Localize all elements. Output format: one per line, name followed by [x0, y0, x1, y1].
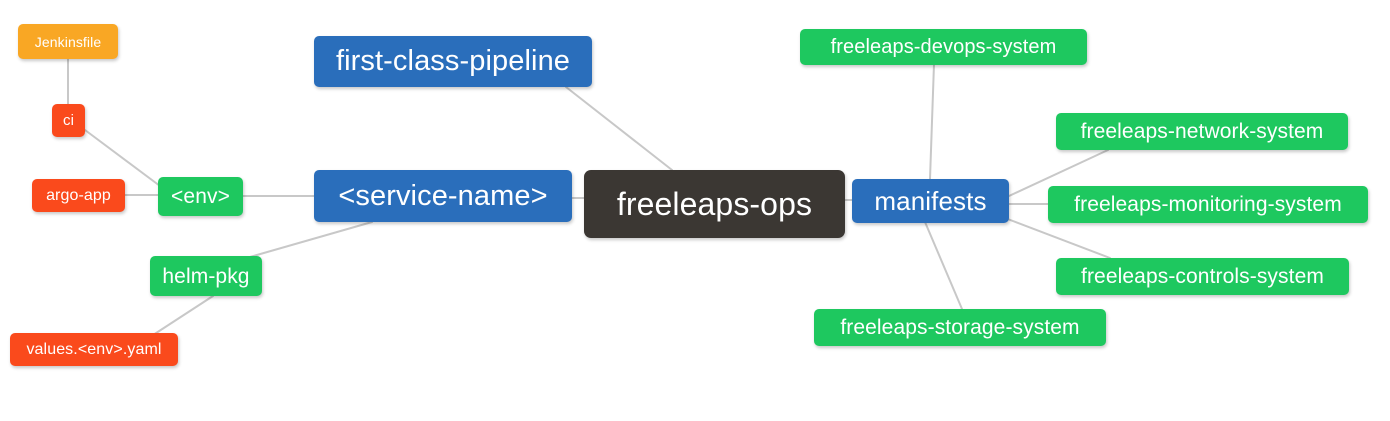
node-ci-label: ci — [62, 112, 75, 129]
edge-ci-env — [84, 129, 161, 187]
node-freeleaps-controls-system[interactable]: freeleaps-controls-system — [1056, 258, 1349, 295]
node-freeleaps-monitoring-system-label: freeleaps-monitoring-system — [1074, 193, 1342, 216]
edge-helmpkg-servicename — [242, 221, 373, 260]
edge-firstclasspipeline-root — [565, 86, 673, 171]
node-first-class-pipeline-label: first-class-pipeline — [335, 45, 571, 77]
node-freeleaps-monitoring-system[interactable]: freeleaps-monitoring-system — [1048, 186, 1368, 223]
node-first-class-pipeline[interactable]: first-class-pipeline — [314, 36, 592, 87]
edge-manifests-devops — [929, 63, 935, 180]
edge-manifests-controls — [1004, 217, 1111, 259]
node-jenkinsfile-label: Jenkinsfile — [34, 33, 102, 50]
node-freeleaps-ops[interactable]: freeleaps-ops — [584, 170, 845, 238]
node-env-label: <env> — [171, 185, 230, 208]
node-manifests-label: manifests — [874, 186, 987, 216]
node-ci[interactable]: ci — [52, 104, 85, 137]
node-values-yaml[interactable]: values.<env>.yaml — [10, 333, 178, 366]
node-values-yaml-label: values.<env>.yaml — [26, 340, 162, 358]
node-argo-app-label: argo-app — [46, 186, 111, 204]
node-freeleaps-devops-system[interactable]: freeleaps-devops-system — [800, 29, 1087, 65]
node-freeleaps-devops-system-label: freeleaps-devops-system — [830, 36, 1057, 58]
node-helm-pkg[interactable]: helm-pkg — [150, 256, 262, 296]
node-env[interactable]: <env> — [158, 177, 243, 216]
node-jenkinsfile[interactable]: Jenkinsfile — [18, 24, 118, 59]
node-freeleaps-storage-system[interactable]: freeleaps-storage-system — [814, 309, 1106, 346]
node-freeleaps-controls-system-label: freeleaps-controls-system — [1081, 265, 1324, 288]
edge-manifests-storage — [924, 221, 963, 310]
node-service-name-label: <service-name> — [338, 179, 548, 212]
edge-valuesyaml-helmpkg — [149, 295, 214, 338]
node-helm-pkg-label: helm-pkg — [162, 264, 250, 288]
node-freeleaps-network-system[interactable]: freeleaps-network-system — [1056, 113, 1348, 150]
node-freeleaps-storage-system-label: freeleaps-storage-system — [840, 316, 1080, 339]
node-freeleaps-network-system-label: freeleaps-network-system — [1080, 120, 1324, 143]
node-argo-app[interactable]: argo-app — [32, 179, 125, 212]
node-manifests[interactable]: manifests — [852, 179, 1009, 223]
node-service-name[interactable]: <service-name> — [314, 170, 572, 222]
node-freeleaps-ops-label: freeleaps-ops — [616, 186, 813, 222]
